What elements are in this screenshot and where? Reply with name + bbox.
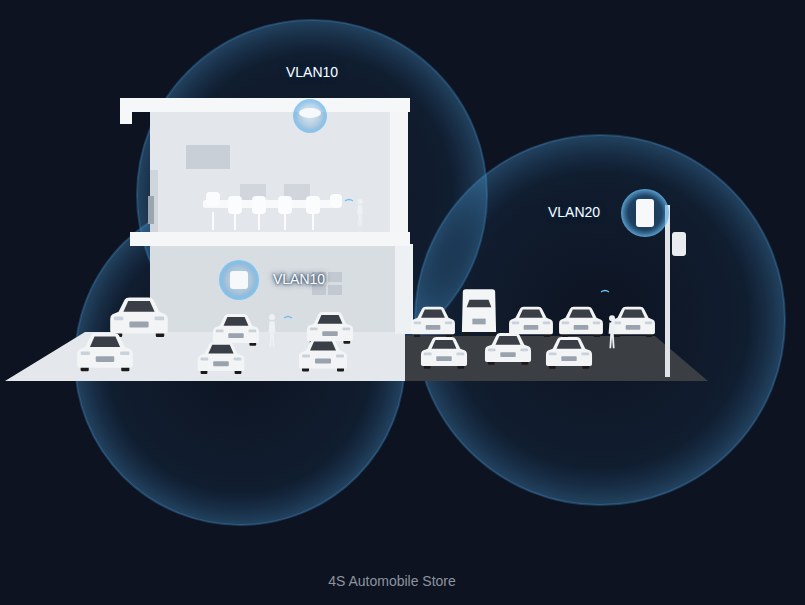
- caption: 4S Automobile Store: [328, 573, 456, 589]
- vlan-label: VLAN20: [548, 204, 600, 220]
- vlan-label: VLAN10: [286, 64, 338, 80]
- vlan-label: VLAN10: [273, 271, 325, 287]
